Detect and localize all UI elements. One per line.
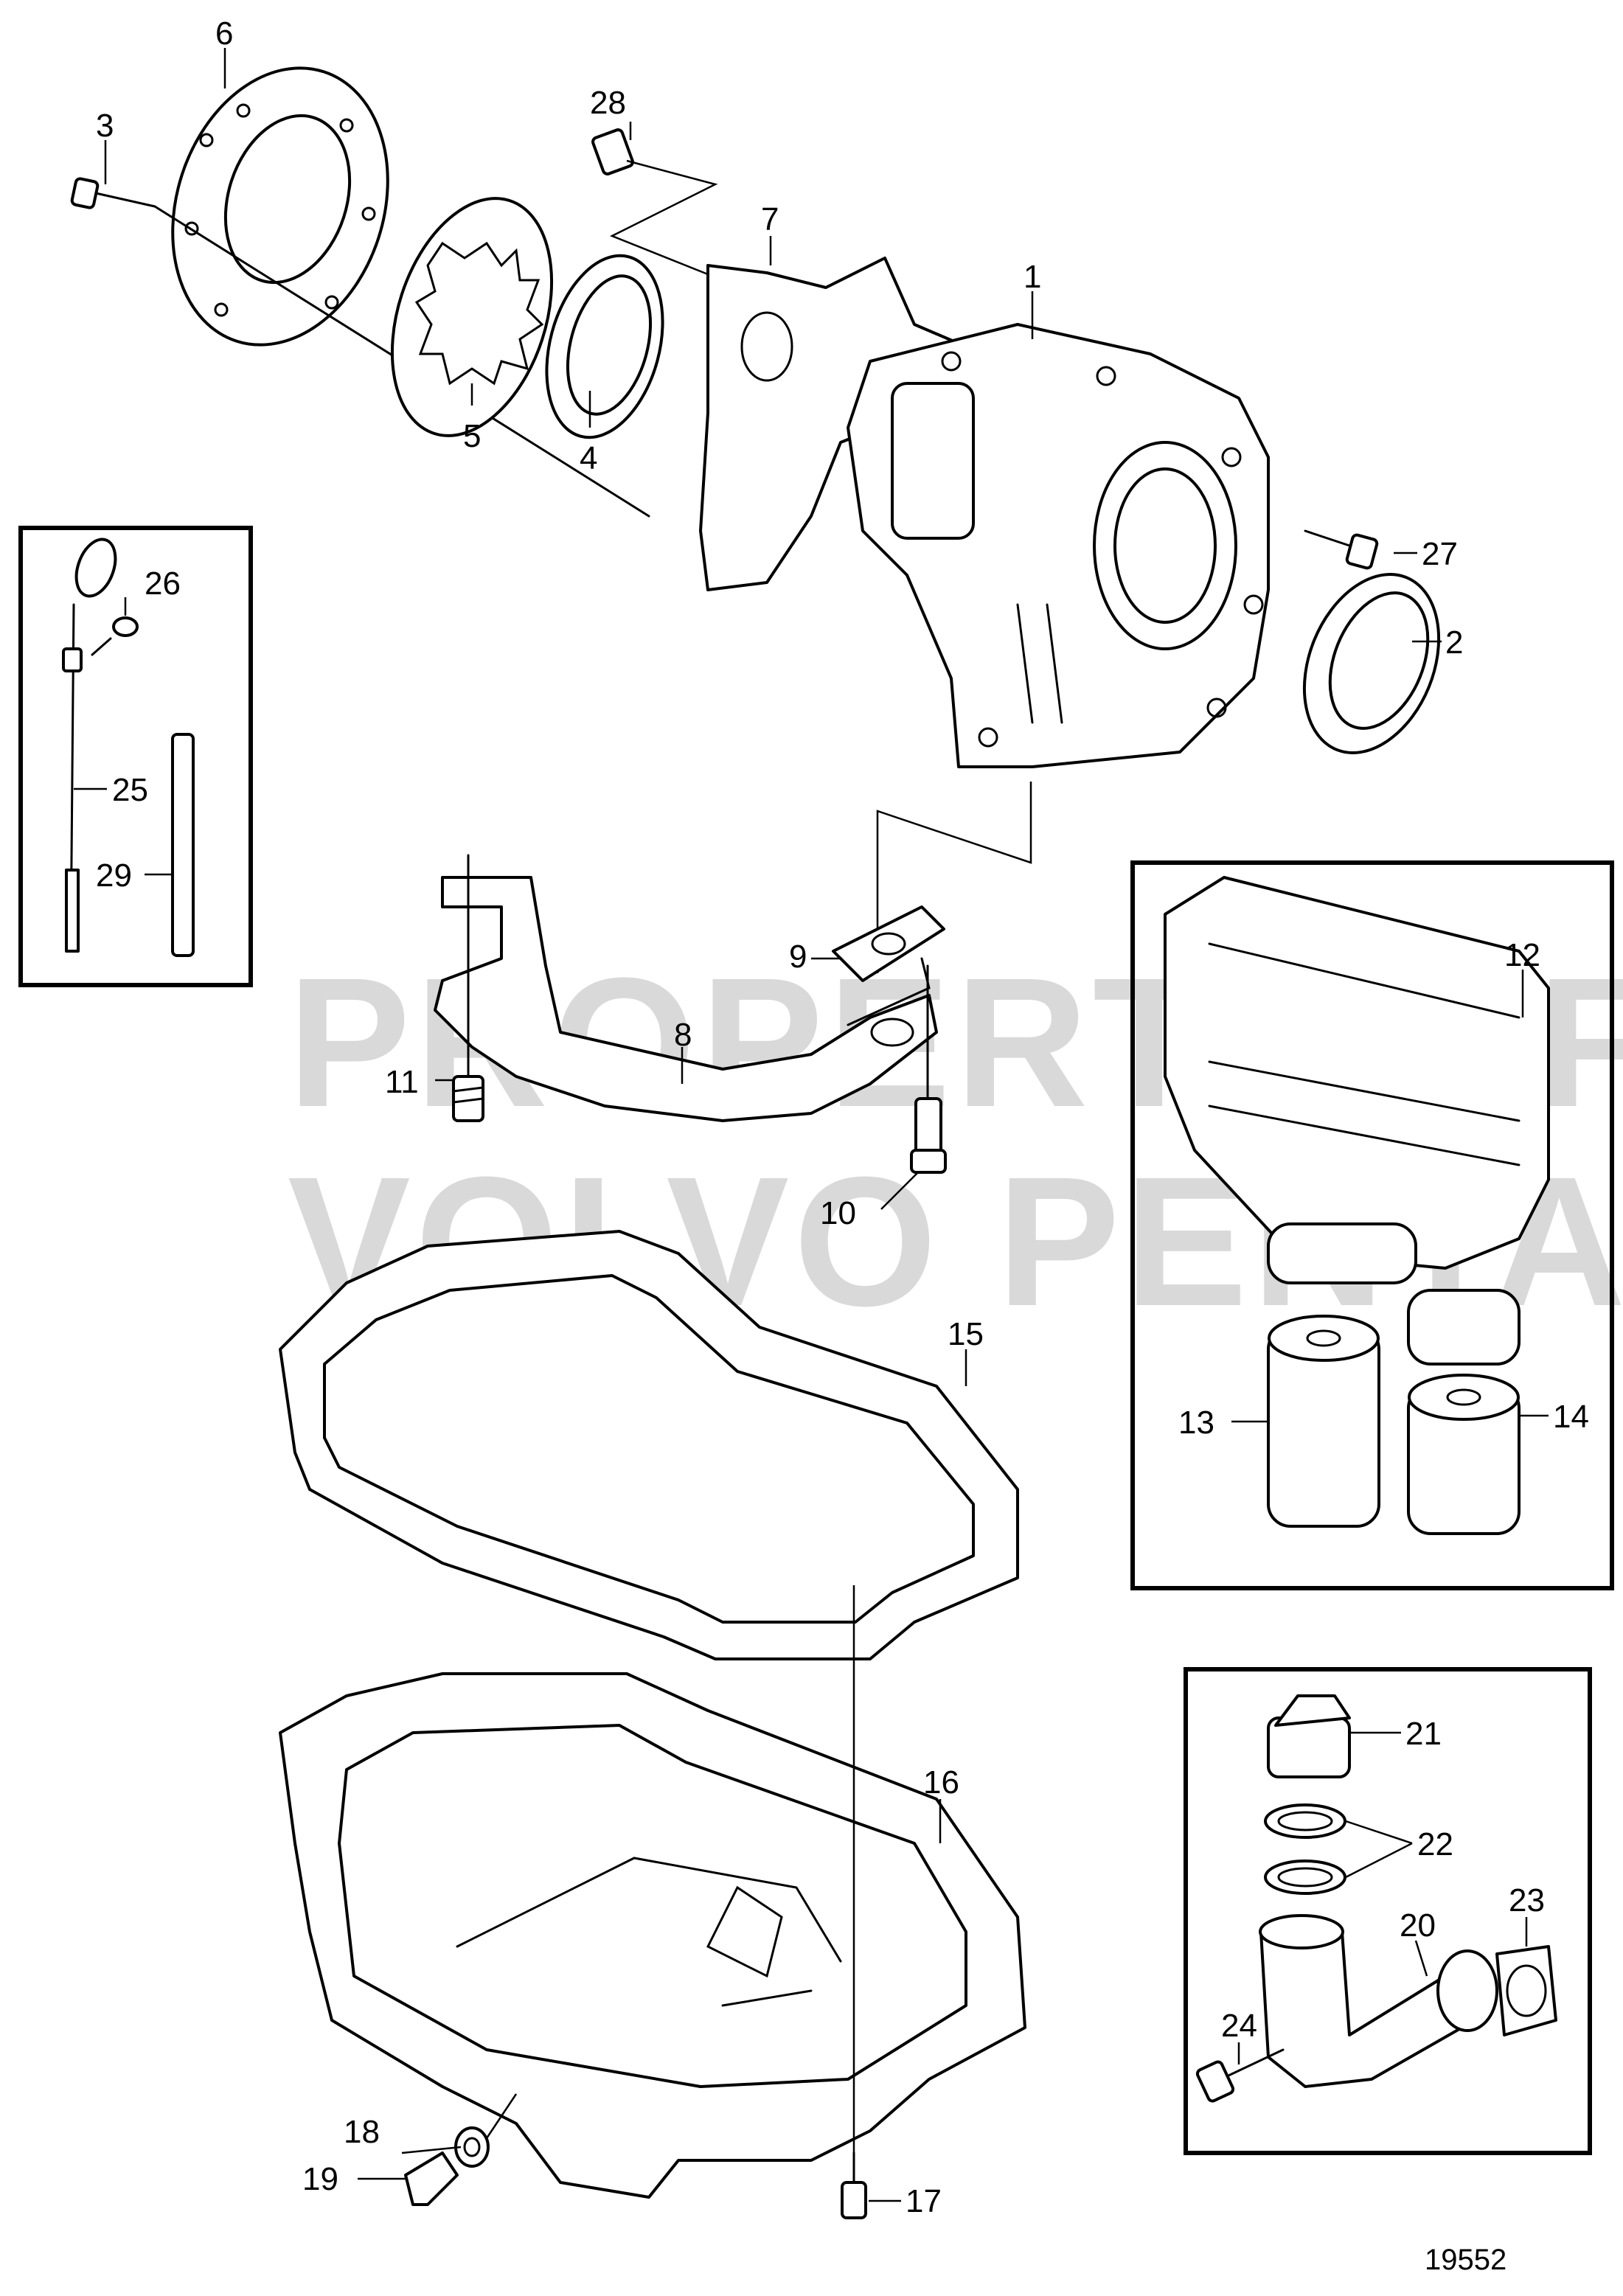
part-8-oil-strainer-pipe [434,876,938,1122]
part-17-bolt [841,1585,867,2219]
assembly-line-pump-to-strainer [876,782,1032,973]
callout-3: 3 [96,108,114,144]
callout-18: 18 [344,2114,380,2150]
callout-27b: 27 [1422,536,1458,572]
callout-11: 11 [385,1064,419,1100]
part-2-seal-ring [1302,573,1441,754]
part-13-oil-filter [1267,1315,1380,1528]
callout-7: 7 [761,201,779,237]
callout-23: 23 [1509,1882,1545,1918]
callout-15: 15 [948,1316,984,1352]
callout-17: 17 [906,2183,942,2219]
part-29-dipstick-tube [171,733,195,957]
part-27-bolt [1304,529,1379,570]
part-19-drain-plug [404,2151,459,2206]
part-26-o-ring [91,616,139,656]
callout-12: 12 [1504,937,1540,973]
callout-10: 10 [820,1195,856,1231]
part-11-bolt [452,854,484,1122]
part-14-oil-filter [1407,1289,1521,1535]
callout-21: 21 [1405,1716,1442,1752]
part-9-flange-gasket [832,905,945,982]
part-23-gasket [1495,1945,1557,2036]
part-12-oil-cooler [1164,876,1550,1284]
part-18-washer [454,2093,518,2168]
callout-5: 5 [463,418,481,454]
callout-leaders [74,48,1549,2202]
callout-25: 25 [112,772,148,808]
callout-6: 6 [215,15,233,52]
oil-filter-inset-box [1130,860,1614,1590]
dipstick-inset-box [18,526,253,987]
callout-8: 8 [674,1017,692,1053]
part-22-sealing-rings [1264,1803,1346,1895]
callout-9: 9 [789,939,807,975]
callout-14: 14 [1553,1399,1589,1435]
callout-27: 29 [96,857,132,894]
part-1-oil-pump-housing [847,323,1270,768]
filler-inset-box [1184,1667,1592,2155]
part-6-seal-plate [171,66,389,347]
part-25-dipstick [62,538,117,953]
callout-2: 2 [1445,625,1463,661]
part-4-gear [545,254,664,439]
callout-13: 13 [1178,1405,1214,1441]
figure-number: 19552 [1425,2244,1506,2276]
callout-1: 1 [1024,259,1041,295]
part-5-splined-plate [390,197,554,437]
callout-19: 19 [302,2161,338,2197]
callout-20: 20 [1400,1907,1436,1944]
part-16-oil-pan [279,1672,1026,2199]
part-24-bolt [1195,2048,1285,2103]
part-21-filler-cap [1267,1694,1351,1778]
callout-22: 22 [1417,1826,1453,1862]
part-28-pin [591,128,723,282]
part-20-filler-pipe [1259,1914,1498,2088]
callout-26: 26 [145,566,181,602]
callout-labels: 1 2 3 4 5 6 7 8 9 10 11 12 13 14 15 16 1… [96,15,1589,2219]
callout-24: 24 [1221,2008,1257,2044]
part-15-oil-pan-gasket [279,1230,1019,1660]
callout-16: 16 [923,1764,959,1801]
callout-4: 4 [580,440,597,476]
part-10-bolt [910,964,947,1174]
callout-28: 28 [590,85,626,121]
